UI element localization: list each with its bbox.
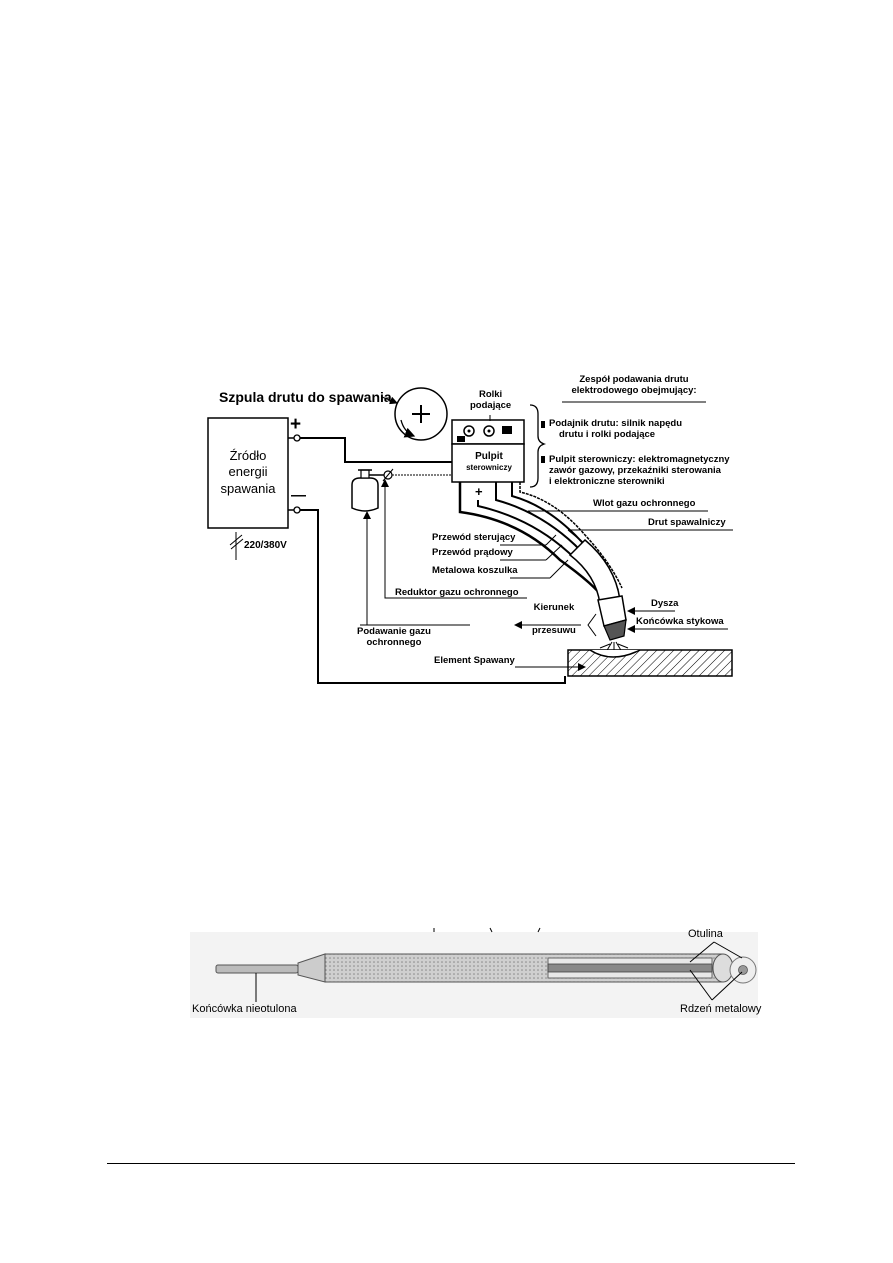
voltage-label: 220/380V (244, 540, 287, 551)
gas-bottle (351, 477, 379, 512)
power-cable-label: Przewód prądowy (432, 547, 513, 558)
nozzle-label: Dysza (651, 598, 679, 609)
contact-tip-label: Końcówka stykowa (636, 616, 724, 627)
rollers-label-line2: podające (470, 399, 512, 411)
electrode-metal-core (547, 963, 713, 973)
travel-direction-line1: Kierunek (533, 602, 575, 613)
workpiece (567, 649, 733, 677)
panel-label-line2: sterowniczy (466, 462, 512, 472)
feeder-item-2: Pulpit sterowniczy: elektromagnetyczny z… (549, 454, 730, 488)
coating-label: Otulina (688, 928, 723, 940)
control-cable-label: Przewód sterujący (432, 532, 516, 543)
travel-direction-line2: przesuwu (532, 624, 576, 636)
feeder-item-1: Podajnik drutu: silnik napędu drutu i ro… (549, 418, 683, 441)
feeder-item-2-line1: Pulpit sterowniczy: elektromagnetyczny (549, 454, 730, 465)
feeder-item-1-line1: Podajnik drutu: silnik napędu (549, 418, 683, 429)
panel-label-line1: Pulpit (475, 451, 503, 462)
power-source-label: Źródło energii spawania (208, 448, 288, 497)
panel-label: Pulpit sterowniczy (456, 451, 522, 472)
feeder-title-line1: Zespół podawania drutu (579, 374, 689, 385)
power-source-box (207, 417, 289, 529)
minus-sign: — (291, 487, 306, 504)
travel-direction-label: Kierunek przesuwu (532, 602, 576, 637)
workpiece-label: Element Spawany (434, 655, 515, 666)
control-panel-box (451, 443, 525, 483)
gas-supply-line1: Podawanie gazu (357, 626, 431, 637)
bare-tip-label: Końcówka nieotulona (192, 1003, 297, 1015)
feeder-item-2-line2: zawór gazowy, przekaźniki sterowania (549, 464, 721, 476)
power-source-line1: Źródło (229, 448, 267, 463)
metal-sheath-label: Metalowa koszulka (432, 565, 518, 576)
rollers-label-line1: Rolki (478, 389, 503, 400)
rollers-label: Rolki podające (470, 389, 512, 412)
gas-supply-label: Podawanie gazu ochronnego (357, 626, 431, 649)
metal-core-label: Rdzeń metalowy (680, 1003, 762, 1015)
gas-reducer-label: Reduktor gazu ochronnego (395, 587, 519, 598)
gas-inlet-label: Wlot gazu ochronnego (593, 498, 696, 509)
power-source-line3: spawania (220, 480, 276, 496)
feeder-item-2-line3: i elektroniczne sterowniki (549, 475, 665, 487)
feeder-title: Zespół podawania drutu elektrodowego obe… (562, 374, 706, 397)
welding-wire-label: Drut spawalniczy (648, 517, 726, 528)
panel-plus-sign: + (475, 484, 483, 499)
gas-supply-line2: ochronnego (366, 636, 422, 648)
footer-rule (107, 1163, 795, 1164)
feeder-item-1-line2: drutu i rolki podające (559, 428, 656, 440)
plus-sign: + (290, 414, 302, 435)
power-source-line2: energii (228, 464, 268, 480)
electrode-bare-tip (215, 964, 299, 974)
spool-label: Szpula drutu do spawania (219, 389, 392, 405)
feeder-title-line2: elektrodowego obejmujący: (571, 384, 697, 396)
